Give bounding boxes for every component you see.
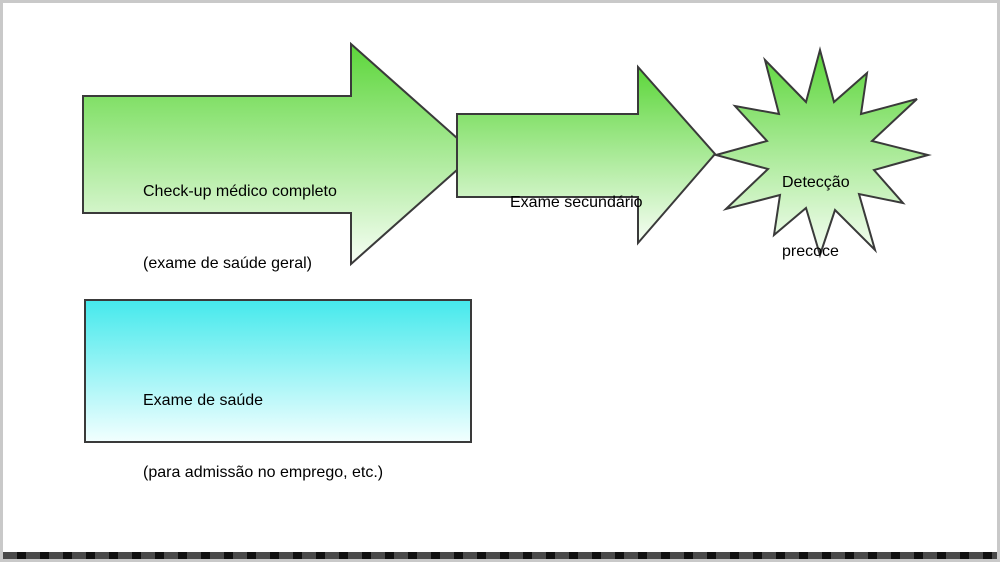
starburst-shape — [712, 46, 932, 259]
note-box-label: Exame de saúde (para admissão no emprego… — [143, 341, 383, 533]
secondary-arrow-label-text: Exame secundário — [510, 194, 643, 211]
starburst-label: Detecção precoce — [782, 125, 850, 309]
starburst-label-line2: precoce — [782, 243, 839, 260]
arrow-shape-primary — [82, 41, 477, 267]
note-box-label-line2: (para admissão no emprego, etc.) — [143, 464, 384, 481]
bottom-tick-strip — [3, 552, 997, 559]
note-box-shape — [84, 299, 472, 443]
note-box-label-line1: Exame de saúde — [143, 392, 264, 409]
diagram-graphics — [82, 41, 932, 443]
secondary-arrow-label: Exame secundário — [510, 143, 643, 263]
primary-arrow-label: Check-up médico completo (exame de saúde… — [143, 132, 337, 324]
primary-arrow-label-line2: (exame de saúde geral) — [143, 255, 312, 272]
starburst-label-line1: Detecção — [782, 174, 850, 191]
arrow-shape-secondary — [456, 64, 717, 246]
primary-arrow-label-line1: Check-up médico completo — [143, 183, 337, 200]
